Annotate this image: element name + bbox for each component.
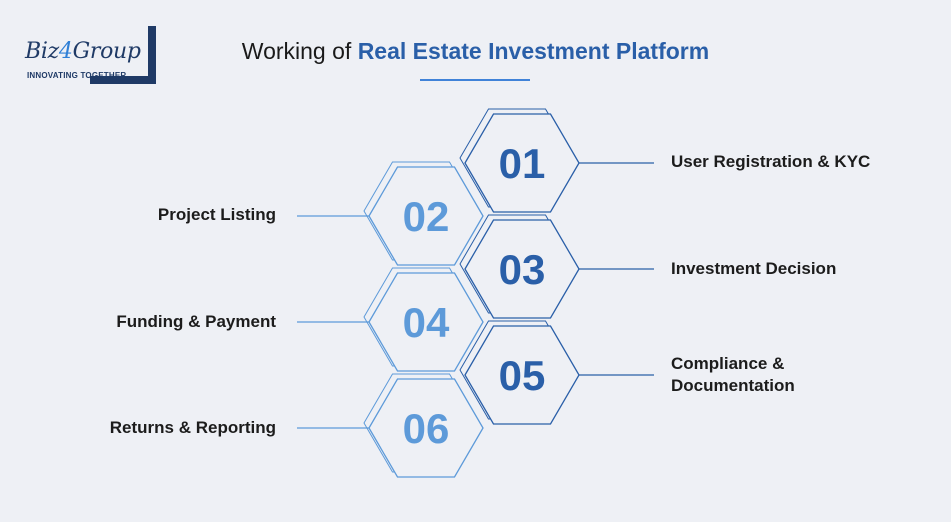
step-label-01: User Registration & KYC xyxy=(671,152,871,171)
title-prefix: Working of xyxy=(241,38,358,64)
hexagon-02 xyxy=(368,166,484,266)
step-number-02: 02 xyxy=(403,193,450,240)
hexagon-01 xyxy=(464,113,580,213)
step-label-04: Funding & Payment xyxy=(116,312,276,331)
hexagon-04 xyxy=(368,272,484,372)
hexagon-03 xyxy=(464,219,580,319)
step-label-05: Compliance & Documentation xyxy=(671,354,795,395)
logo-tagline: INNOVATING TOGETHER xyxy=(27,71,127,80)
hexagon-06 xyxy=(368,378,484,478)
step-number-03: 03 xyxy=(499,246,546,293)
page-title: Working of Real Estate Investment Platfo… xyxy=(0,38,951,65)
title-highlight: Real Estate Investment Platform xyxy=(357,38,710,64)
hexagon-05 xyxy=(464,325,580,425)
logo-wordmark: Biz4Group xyxy=(25,39,141,64)
step-number-05: 05 xyxy=(499,352,546,399)
step-number-01: 01 xyxy=(499,140,546,187)
brand-logo: Biz4Group INNOVATING TOGETHER xyxy=(22,26,156,84)
step-label-03: Investment Decision xyxy=(671,259,837,278)
step-label-06: Returns & Reporting xyxy=(109,418,276,437)
step-number-06: 06 xyxy=(403,405,450,452)
step-number-04: 04 xyxy=(403,299,450,346)
step-label-02: Project Listing xyxy=(157,205,276,224)
title-underline xyxy=(420,79,530,81)
logo-frame xyxy=(90,26,156,84)
